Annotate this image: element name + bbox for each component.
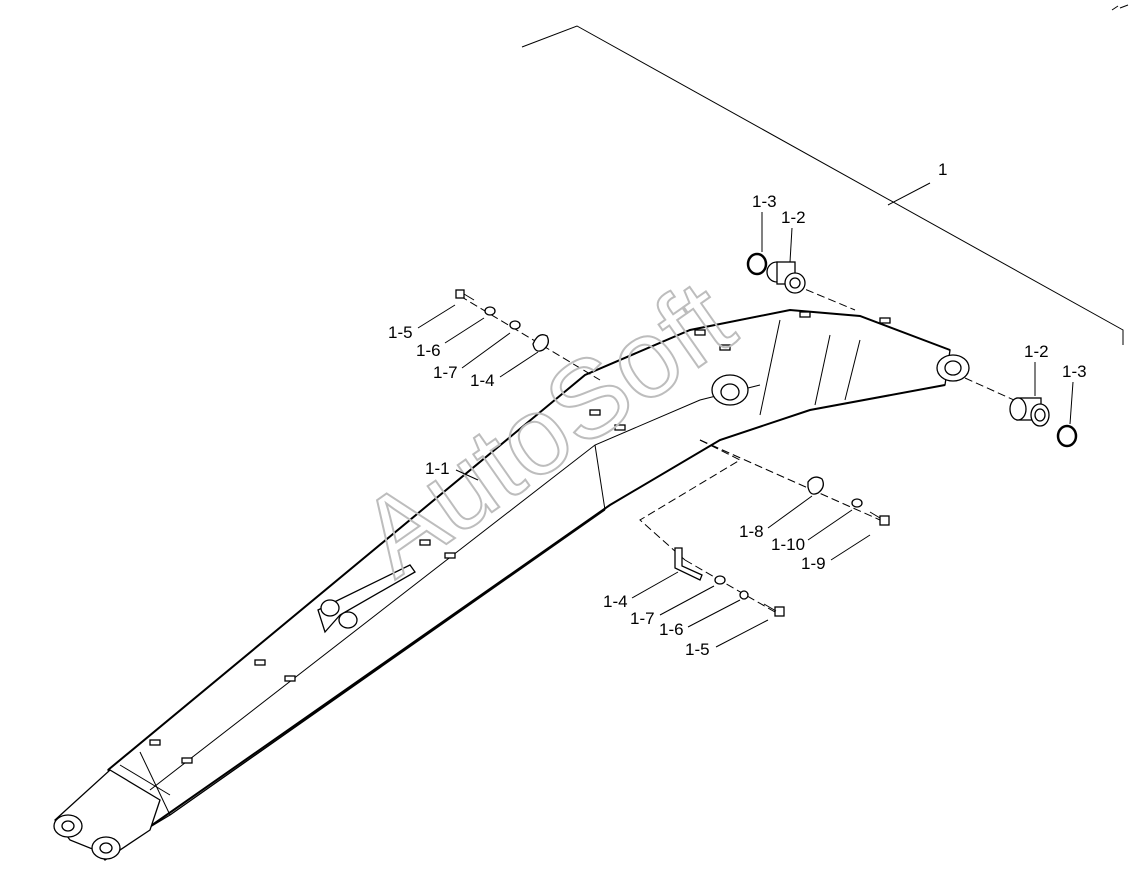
- bolt-upper: [455, 289, 475, 301]
- label-bracket-lower: 1-4: [603, 592, 628, 611]
- label-washer-upper: 1-6: [416, 341, 441, 360]
- label-lockwasher-upper: 1-7: [433, 363, 458, 382]
- label-bolt-upper: 1-5: [388, 323, 413, 342]
- label-clamp-upper: 1-4: [470, 371, 495, 390]
- label-boom: 1-1: [425, 459, 450, 478]
- bolt-right: [869, 511, 890, 526]
- label-bushing-top: 1-2: [781, 208, 806, 227]
- clamp-right: [807, 476, 824, 495]
- washer-upper: [484, 306, 496, 316]
- label-assembly: 1: [938, 160, 947, 179]
- corner-mark: [1111, 4, 1129, 11]
- boom-body: [53, 308, 970, 861]
- bushing-top: [766, 261, 806, 294]
- ring-top: [746, 252, 768, 276]
- label-washer-lower: 1-6: [659, 620, 684, 639]
- assembly-bracket: [521, 25, 1124, 345]
- label-bushing-right: 1-2: [1024, 342, 1049, 361]
- ring-right: [1056, 424, 1078, 448]
- lockwasher-upper: [509, 320, 521, 330]
- label-washer-right: 1-10: [771, 535, 805, 554]
- label-clamp-right: 1-8: [739, 522, 764, 541]
- callout-labels: 1 1-3 1-2 1-2 1-3 1-5 1-6 1-7 1-4 1-1 1-…: [388, 160, 1087, 659]
- label-bolt-lower: 1-5: [685, 640, 710, 659]
- label-lockwasher-lower: 1-7: [630, 609, 655, 628]
- bushing-right: [1009, 397, 1050, 427]
- label-ring-top: 1-3: [752, 192, 777, 211]
- washer-right: [851, 498, 863, 508]
- lockwasher-lower: [714, 575, 726, 585]
- bolt-lower: [763, 603, 785, 617]
- washer-lower: [739, 590, 749, 600]
- label-bolt-right: 1-9: [801, 554, 826, 573]
- leader-lines: [417, 212, 1074, 648]
- label-ring-right: 1-3: [1062, 362, 1087, 381]
- bracket-lower: [674, 547, 703, 581]
- clamp-upper: [532, 334, 549, 352]
